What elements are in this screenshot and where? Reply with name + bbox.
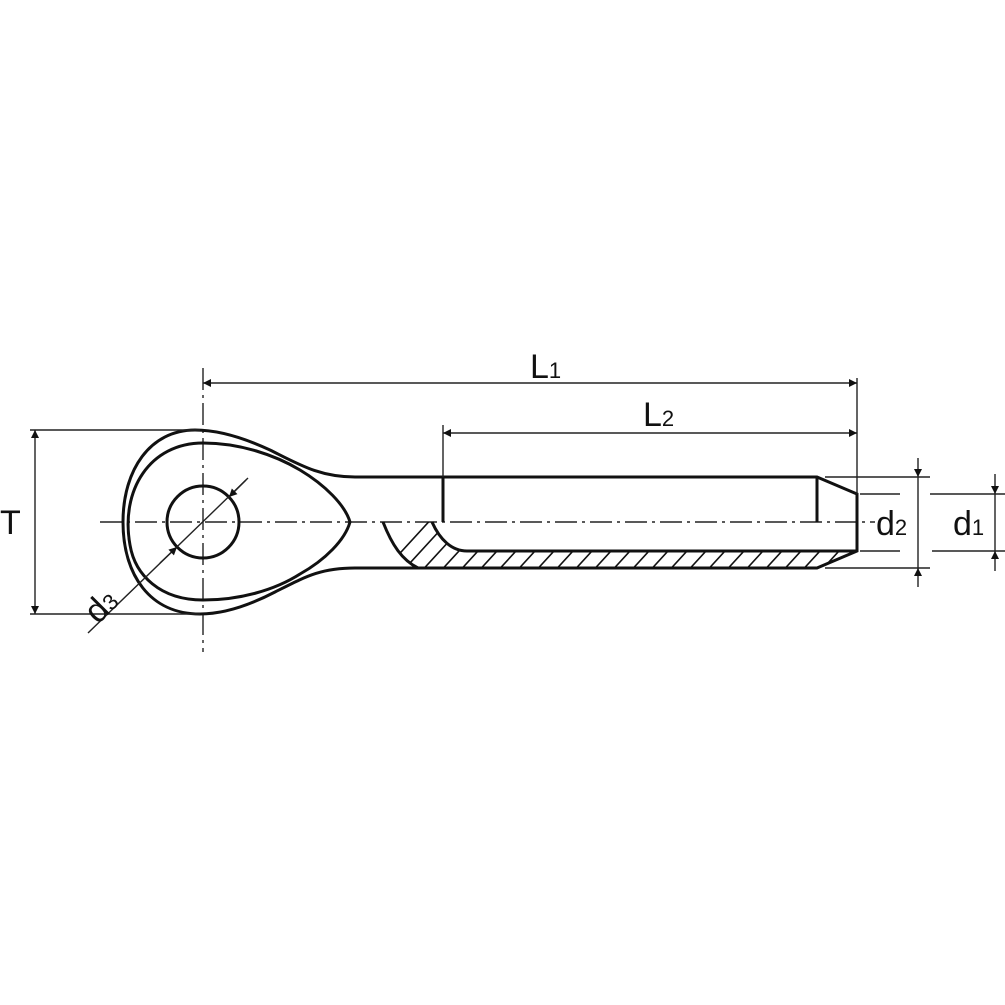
label-L1: L [530,348,549,386]
outer-eye-outline [121,428,356,616]
label-d2: d [876,505,895,543]
dimension-L1: L1 [203,348,858,494]
svg-text:d3: d3 [77,582,126,631]
dimension-d1: d1 [860,474,1005,571]
svg-text:L2: L2 [643,396,674,434]
section-outline [381,521,857,570]
shank-outline [355,475,859,570]
section-hatching [383,522,857,568]
inner-eye-outline [126,441,352,602]
svg-text:L1: L1 [530,348,561,386]
svg-text:d1: d1 [953,505,984,543]
label-T: T [0,504,21,542]
dimension-d3: d3 [77,477,249,634]
dimension-L2: L2 [442,396,857,477]
label-L2: L [643,396,662,434]
eye-hole [165,484,241,560]
label-d1: d [953,505,972,543]
dimension-T: T [0,429,200,615]
dimension-d2: d2 [825,458,930,587]
svg-text:d2: d2 [876,505,907,543]
